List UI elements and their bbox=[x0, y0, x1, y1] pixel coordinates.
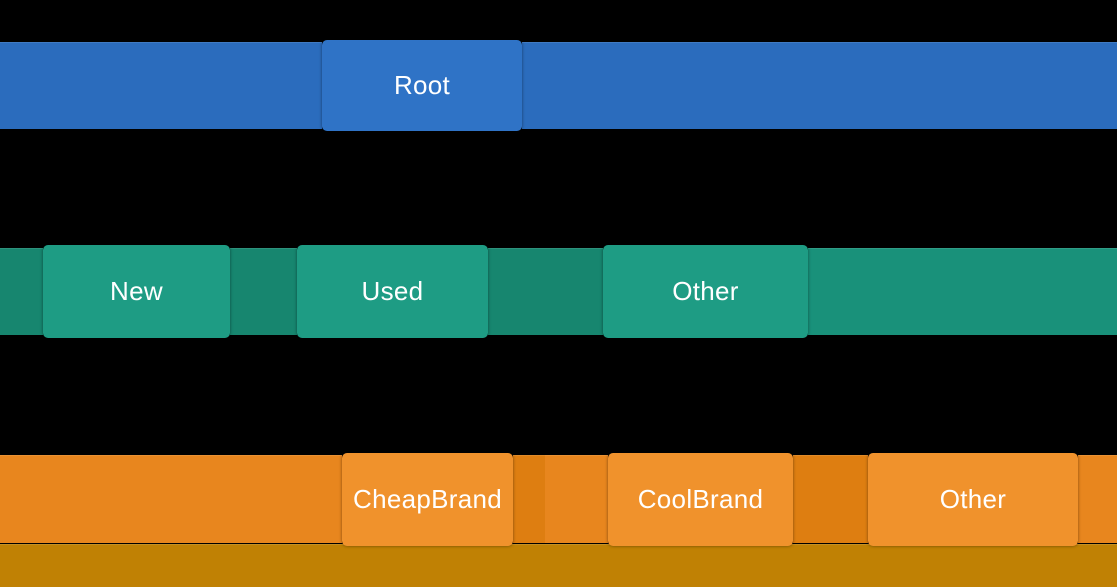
level-3-brand-row-filler-segment bbox=[0, 455, 342, 543]
level-2-condition-row-filler-segment bbox=[808, 248, 1117, 335]
node-used[interactable]: Used bbox=[297, 245, 488, 338]
level-2-condition-row-filler-segment bbox=[488, 248, 603, 335]
node-label: Used bbox=[361, 276, 424, 306]
node-label: Other bbox=[672, 276, 739, 306]
level-1-root-row-filler-segment bbox=[0, 42, 322, 129]
level-1-root-row-filler-segment bbox=[522, 42, 1117, 129]
node-coolbrand[interactable]: CoolBrand bbox=[608, 453, 793, 546]
node-new[interactable]: New bbox=[43, 245, 230, 338]
node-label: CheapBrand bbox=[353, 484, 502, 514]
node-other[interactable]: Other bbox=[603, 245, 808, 338]
node-root[interactable]: Root bbox=[322, 40, 522, 131]
level-2-condition-row-filler-segment bbox=[0, 248, 43, 335]
level-3-brand-row-filler-segment bbox=[545, 455, 608, 543]
node-label: Other bbox=[939, 484, 1007, 514]
level-3-brand-row-filler-segment bbox=[513, 455, 545, 543]
node-label: New bbox=[110, 276, 163, 306]
next-level-clipped-bar bbox=[0, 544, 1117, 587]
node-label: Root bbox=[393, 70, 451, 100]
level-2-condition-row-filler-segment bbox=[230, 248, 297, 335]
level-3-brand-row-filler-segment bbox=[1078, 455, 1117, 543]
node-label: CoolBrand bbox=[637, 484, 764, 514]
level-3-brand-row-filler-segment bbox=[793, 455, 868, 543]
node-cheapbrand[interactable]: CheapBrand bbox=[342, 453, 513, 546]
node-other[interactable]: Other bbox=[868, 453, 1078, 546]
